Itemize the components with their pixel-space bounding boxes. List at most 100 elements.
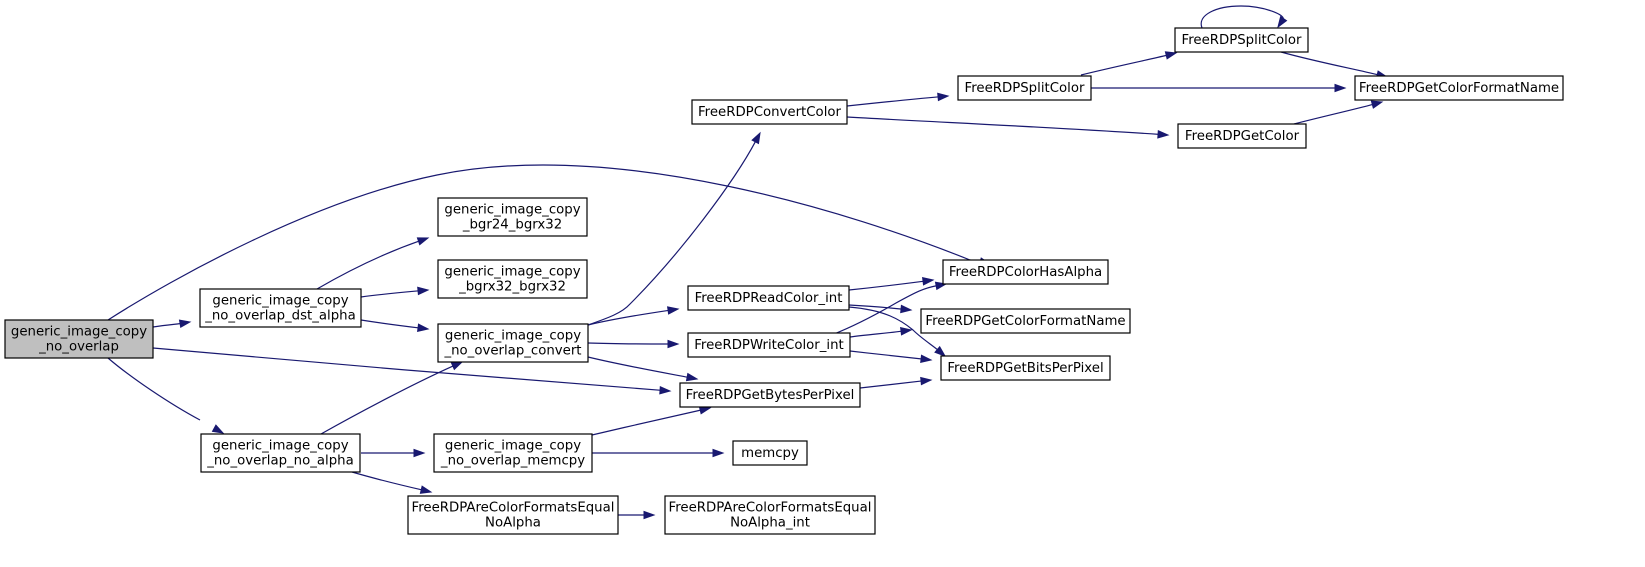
edge-line [849, 350, 923, 360]
node-label: _no_overlap_convert [443, 344, 581, 359]
edge-arrowhead [417, 323, 430, 333]
node-get-color[interactable]: FreeRDPGetColor [1177, 123, 1307, 149]
node-box[interactable] [920, 308, 1131, 334]
edge-no_alpha-to-are_equal [351, 471, 433, 494]
edge-line [846, 96, 940, 107]
node-box[interactable] [437, 323, 589, 363]
edge-line [152, 322, 182, 328]
node-bytes-pp[interactable]: FreeRDPGetBytesPerPixel [679, 382, 861, 408]
edge-no_alpha-to-convert [320, 361, 464, 435]
edge-line [1200, 5, 1284, 29]
node-write-color[interactable]: FreeRDPWriteColor_int [687, 332, 851, 358]
node-memcpy[interactable]: memcpy [732, 440, 808, 466]
node-box[interactable] [687, 285, 850, 311]
node-box[interactable] [433, 433, 593, 473]
node-root[interactable]: generic_image_copy_no_overlap [4, 319, 154, 359]
edge-arrowhead [667, 306, 680, 315]
node-box[interactable] [1354, 75, 1564, 101]
node-label: generic_image_copy [11, 325, 147, 340]
node-label: FreeRDPGetColor [1185, 129, 1300, 144]
edge-convert-to-convert_color [587, 131, 761, 326]
edge-split_b-to-split_b [1200, 5, 1288, 29]
node-dst-alpha[interactable]: generic_image_copy_no_overlap_dst_alpha [199, 288, 362, 328]
node-box[interactable] [200, 433, 361, 473]
node-fmt-name-a[interactable]: FreeRDPGetColorFormatName [1354, 75, 1564, 101]
edge-write_color-to-fmt_name_b [849, 327, 913, 338]
node-label: FreeRDPSplitColor [1182, 33, 1302, 48]
node-label: NoAlpha [485, 516, 541, 531]
node-box[interactable] [1177, 123, 1307, 149]
edge-line [1080, 54, 1168, 76]
node-box[interactable] [407, 495, 619, 535]
node-convert-color[interactable]: FreeRDPConvertColor [691, 99, 848, 125]
edge-root-to-dst_alpha [152, 319, 192, 328]
edge-arrowhead [934, 345, 947, 357]
edge-arrowhead [937, 92, 950, 102]
node-label: FreeRDPColorHasAlpha [949, 265, 1102, 280]
node-box[interactable] [437, 197, 588, 237]
node-split-b[interactable]: FreeRDPSplitColor [1174, 27, 1309, 53]
edge-read_color-to-fmt_name_b [848, 304, 913, 314]
node-box[interactable] [1174, 27, 1309, 53]
edge-root-to-bytes_pp [152, 347, 672, 395]
edge-arrowhead [920, 354, 933, 364]
node-read-color[interactable]: FreeRDPReadColor_int [687, 285, 850, 311]
node-bgr24[interactable]: generic_image_copy_bgr24_bgrx32 [437, 197, 588, 237]
edge-arrowhead [1157, 129, 1170, 139]
node-box[interactable] [664, 495, 876, 535]
edge-line [351, 471, 423, 491]
edge-line [849, 330, 903, 338]
edge-convert_color-to-get_color [846, 116, 1170, 139]
node-box[interactable] [942, 259, 1109, 285]
edge-arrowhead [900, 327, 913, 336]
node-box[interactable] [199, 288, 362, 328]
node-box[interactable] [691, 99, 848, 125]
node-no-alpha[interactable]: generic_image_copy_no_overlap_no_alpha [200, 433, 361, 473]
node-label: _bgrx32_bgrx32 [458, 280, 566, 295]
edge-arrowhead [900, 304, 913, 314]
edge-arrowhead [1277, 15, 1288, 29]
edge-convert-to-read_color [587, 306, 680, 326]
node-box[interactable] [437, 259, 588, 299]
edge-line [316, 240, 420, 290]
node-box[interactable] [940, 355, 1111, 381]
edge-arrowhead [1334, 83, 1347, 93]
edge-arrowhead [667, 339, 680, 349]
node-split-a[interactable]: FreeRDPSplitColor [957, 75, 1092, 101]
edge-arrowhead [417, 286, 430, 296]
node-fmt-name-b[interactable]: FreeRDPGetColorFormatName [920, 308, 1131, 334]
node-box[interactable] [679, 382, 861, 408]
node-bits-pp[interactable]: FreeRDPGetBitsPerPixel [940, 355, 1111, 381]
edge-line [107, 357, 201, 421]
edge-arrowhead [178, 319, 192, 328]
node-label: generic_image_copy [445, 329, 581, 344]
edge-arrowhead [659, 385, 672, 395]
node-has-alpha[interactable]: FreeRDPColorHasAlpha [942, 259, 1109, 285]
node-box[interactable] [957, 75, 1092, 101]
edge-write_color-to-bits_pp [849, 350, 933, 364]
node-label: memcpy [741, 446, 799, 461]
node-label: FreeRDPGetColorFormatName [1359, 81, 1559, 96]
edge-split_a-to-fmt_name_a [1091, 83, 1347, 93]
node-label: _no_overlap [38, 340, 119, 355]
node-box[interactable] [732, 440, 808, 466]
node-label: _bgr24_bgrx32 [462, 218, 562, 233]
node-bgrx32[interactable]: generic_image_copy_bgrx32_bgrx32 [437, 259, 588, 299]
edge-line [587, 356, 689, 378]
edge-line [848, 306, 939, 351]
edge-memcpy_fn-to-bytes_pp [591, 406, 712, 436]
edge-line [846, 116, 1160, 135]
edge-line [587, 342, 670, 345]
node-convert[interactable]: generic_image_copy_no_overlap_convert [437, 323, 589, 363]
node-box[interactable] [4, 319, 154, 359]
node-memcpy-fn[interactable]: generic_image_copy_no_overlap_memcpy [433, 433, 593, 473]
edge-line [587, 309, 670, 326]
edge-arrowhead [1370, 100, 1384, 109]
node-label: NoAlpha_int [730, 516, 810, 531]
edge-arrowhead [751, 131, 761, 145]
node-box[interactable] [687, 332, 851, 358]
edge-arrowhead [643, 510, 656, 520]
node-label: _no_overlap_dst_alpha [204, 309, 356, 324]
